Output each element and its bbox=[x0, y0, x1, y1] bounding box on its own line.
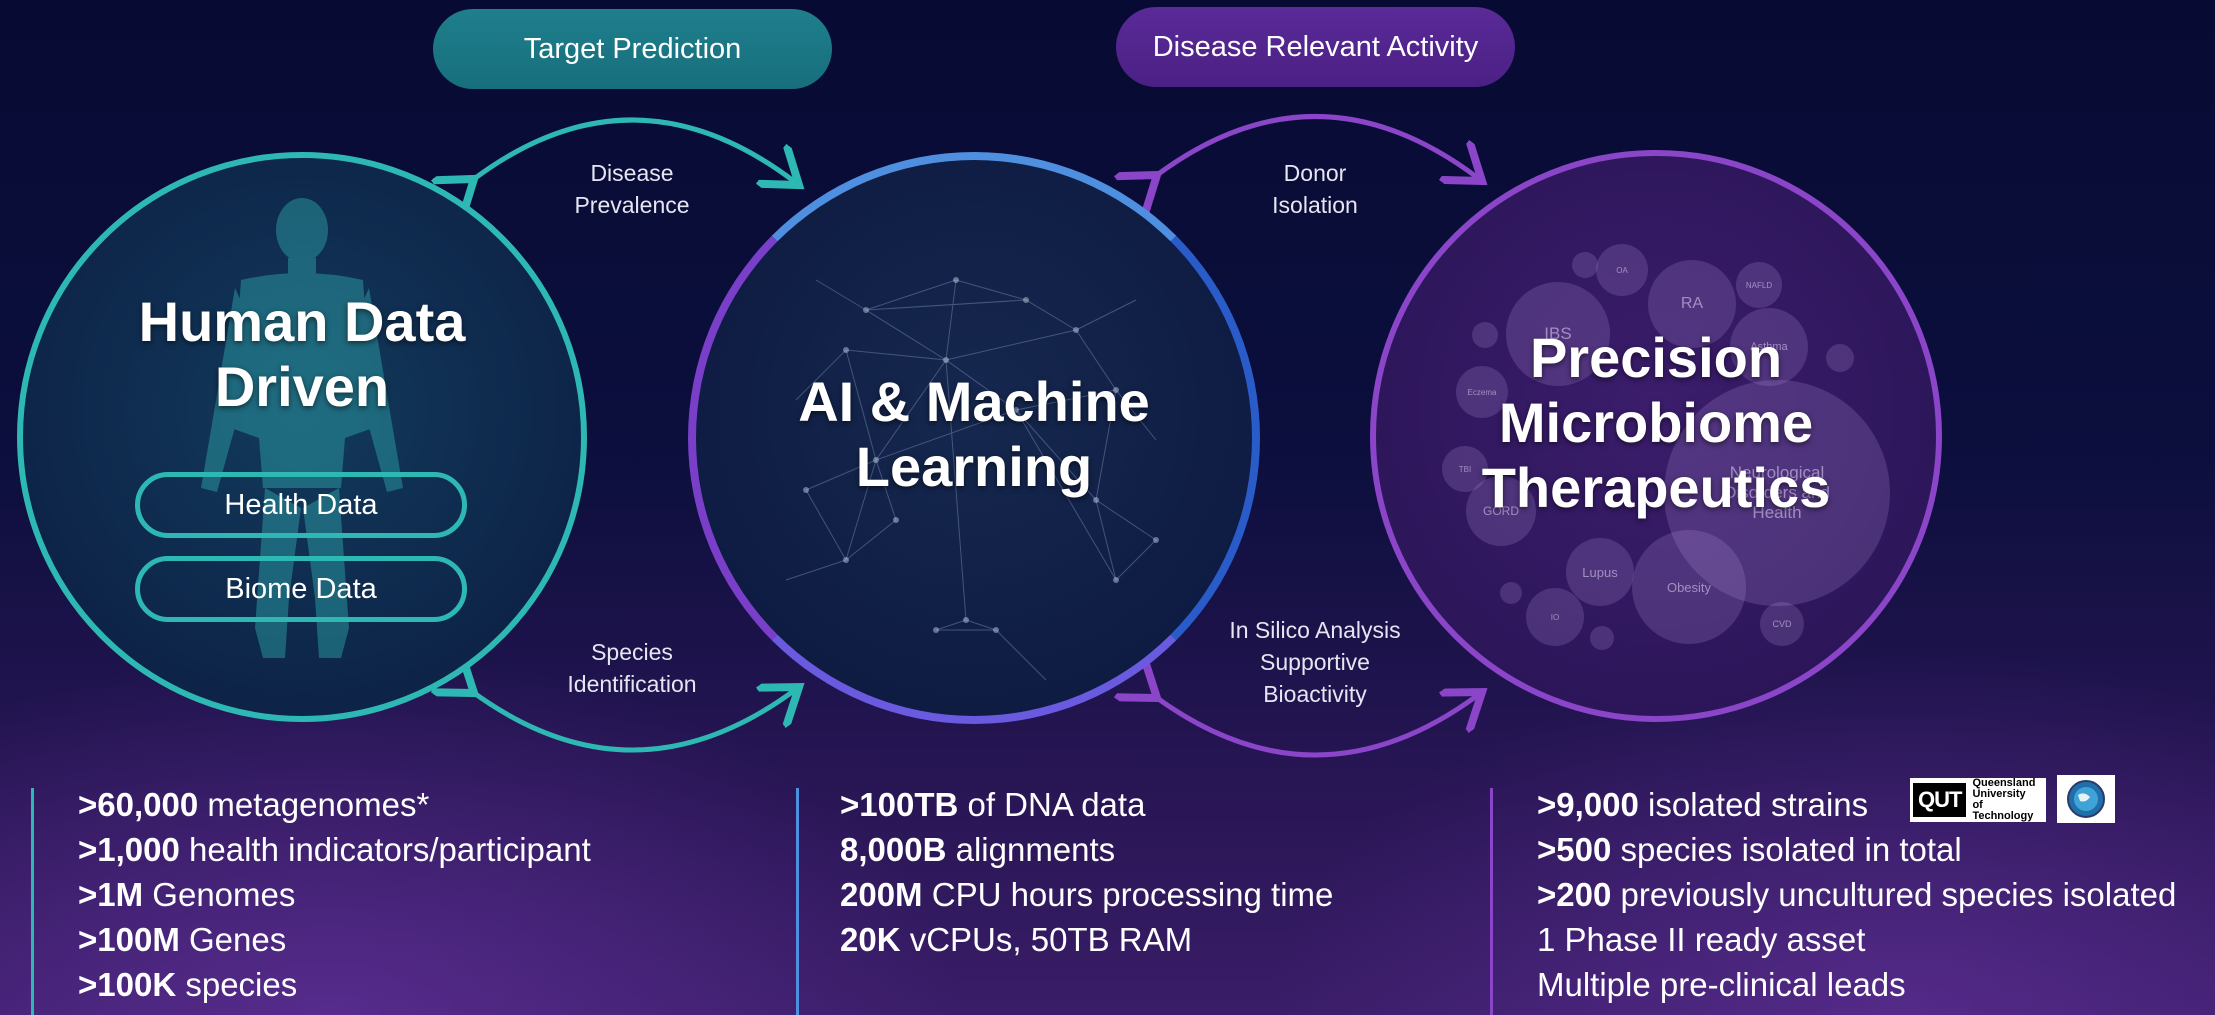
qut-logo: QUT Queensland University of Technology bbox=[1910, 778, 2046, 822]
bubble-obesity: Obesity bbox=[1632, 530, 1746, 644]
stat-row: >200 previously uncultured species isola… bbox=[1537, 876, 2177, 913]
stat-row: >1,000 health indicators/participant bbox=[78, 831, 591, 868]
bubble-small bbox=[1472, 322, 1498, 348]
bubble-nafld: NAFLD bbox=[1736, 262, 1782, 308]
arrow-in-silico bbox=[1153, 695, 1478, 758]
stat-row: >100M Genes bbox=[78, 921, 287, 958]
divider-left bbox=[31, 788, 34, 1015]
stat-row: 200M CPU hours processing time bbox=[840, 876, 1334, 913]
ai-machine-learning-title: AI & Machine Learning bbox=[798, 370, 1150, 498]
globe-logo-icon bbox=[2057, 775, 2115, 823]
human-figure-graphic bbox=[201, 198, 403, 658]
arrow-donor-isolation bbox=[1153, 114, 1478, 179]
bubble-small bbox=[1826, 344, 1854, 372]
stat-row: >60,000 metagenomes* bbox=[78, 786, 430, 823]
disease-relevant-activity-pill: Disease Relevant Activity bbox=[1116, 7, 1515, 87]
health-data-pill: Health Data bbox=[135, 472, 467, 538]
bubble-cvd: CVD bbox=[1760, 602, 1804, 646]
human-data-circle: Human Data Driven Health Data Biome Data bbox=[17, 152, 587, 722]
stats-human-data: >60,000 metagenomes* >1,000 health indic… bbox=[78, 782, 591, 1007]
human-data-title: Human Data Driven bbox=[138, 290, 466, 418]
arrow-disease-prevalence bbox=[470, 117, 795, 182]
label-in-silico-analysis: In Silico Analysis Supportive Bioactivit… bbox=[1229, 617, 1401, 707]
bubble-tbi: TBI bbox=[1442, 446, 1488, 492]
bubble-oa: OA bbox=[1596, 244, 1648, 296]
bubble-ibs: IBS bbox=[1506, 282, 1610, 386]
qut-name: Queensland University of Technology bbox=[1972, 777, 2036, 822]
precision-microbiome-circle: IBS RA OA NAFLD Asthma Eczema TBI GORD N… bbox=[1370, 150, 1942, 722]
stat-row: 20K vCPUs, 50TB RAM bbox=[840, 921, 1193, 958]
divider-middle bbox=[796, 788, 799, 1015]
bubble-small bbox=[1590, 626, 1614, 650]
stat-row: 1 Phase II ready asset bbox=[1537, 921, 1866, 958]
qut-mark: QUT bbox=[1913, 783, 1967, 817]
stats-ai: >100TB of DNA data 8,000B alignments 200… bbox=[840, 782, 1333, 962]
divider-right bbox=[1490, 788, 1493, 1015]
bubble-gord: GORD bbox=[1466, 476, 1536, 546]
network-graph-graphic bbox=[785, 277, 1159, 681]
stat-row: >100TB of DNA data bbox=[840, 786, 1146, 823]
stat-row: >100K species bbox=[78, 966, 298, 1003]
bubble-asthma: Asthma bbox=[1730, 308, 1808, 386]
label-species-identification: Species Identification bbox=[567, 639, 697, 697]
stat-row: Multiple pre-clinical leads bbox=[1537, 966, 1906, 1003]
stat-row: >9,000 isolated strains bbox=[1537, 786, 1869, 823]
stat-row: 8,000B alignments bbox=[840, 831, 1116, 868]
biome-data-pill: Biome Data bbox=[135, 556, 467, 622]
bubble-eczema: Eczema bbox=[1456, 366, 1508, 418]
target-prediction-pill: Target Prediction bbox=[433, 9, 832, 89]
stats-precision: >9,000 isolated strains >500 species iso… bbox=[1537, 782, 2176, 1007]
ai-machine-learning-circle: AI & Machine Learning bbox=[688, 152, 1260, 724]
label-donor-isolation: Donor Isolation bbox=[1272, 160, 1358, 218]
bubble-neurological: Neurological Disorders and Health bbox=[1664, 380, 1890, 606]
bubble-lupus: Lupus bbox=[1566, 538, 1634, 606]
stat-row: >500 species isolated in total bbox=[1537, 831, 1962, 868]
bubble-ra: RA bbox=[1648, 260, 1736, 348]
bubble-small bbox=[1572, 252, 1598, 278]
arrow-species-identification bbox=[470, 690, 795, 753]
label-disease-prevalence: Disease Prevalence bbox=[574, 160, 690, 218]
stat-row: >1M Genomes bbox=[78, 876, 296, 913]
bubble-io: IO bbox=[1526, 588, 1584, 646]
bubble-small bbox=[1500, 582, 1522, 604]
precision-microbiome-title: Precision Microbiome Therapeutics bbox=[1481, 326, 1831, 519]
